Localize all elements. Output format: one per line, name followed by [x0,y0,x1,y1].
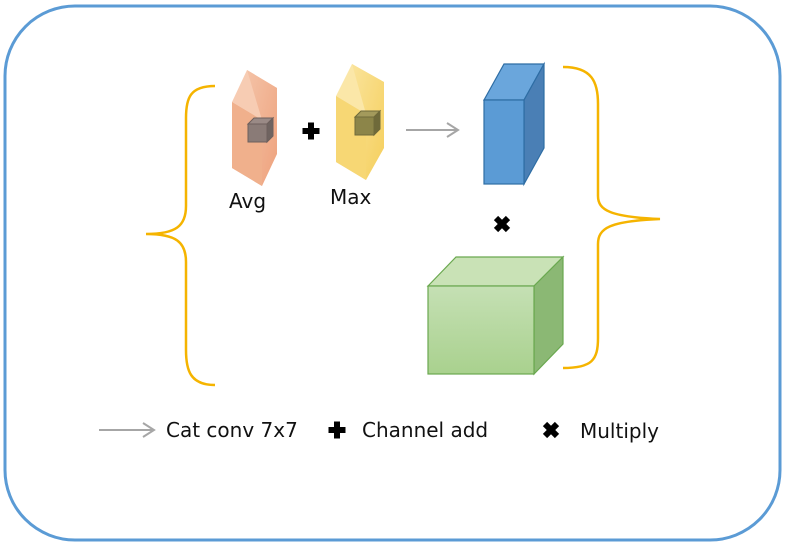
right-arrow-icon [406,122,460,138]
plus-icon [302,122,320,140]
avg-label: Avg [229,189,266,213]
legend-arrow-label: Cat conv 7x7 [166,418,298,442]
max-pool-map [336,64,384,180]
legend: Cat conv 7x7 Channel add Multiply [99,418,659,443]
feature-cube [426,255,565,376]
max-kernel-cube [353,109,382,137]
legend-multiply-label: Multiply [580,419,659,443]
avg-kernel-cube [246,116,275,144]
legend-arrow-icon [99,422,156,438]
conv-output-map [482,61,546,187]
avg-pool-map [232,70,277,186]
legend-plus-icon [328,421,346,439]
multiply-icon [493,215,511,233]
right-brace [562,65,661,370]
legend-multiply-icon [542,421,560,439]
max-label: Max [330,185,372,209]
left-brace [145,84,216,387]
outer-frame [3,4,782,542]
legend-plus-label: Channel add [362,418,488,442]
